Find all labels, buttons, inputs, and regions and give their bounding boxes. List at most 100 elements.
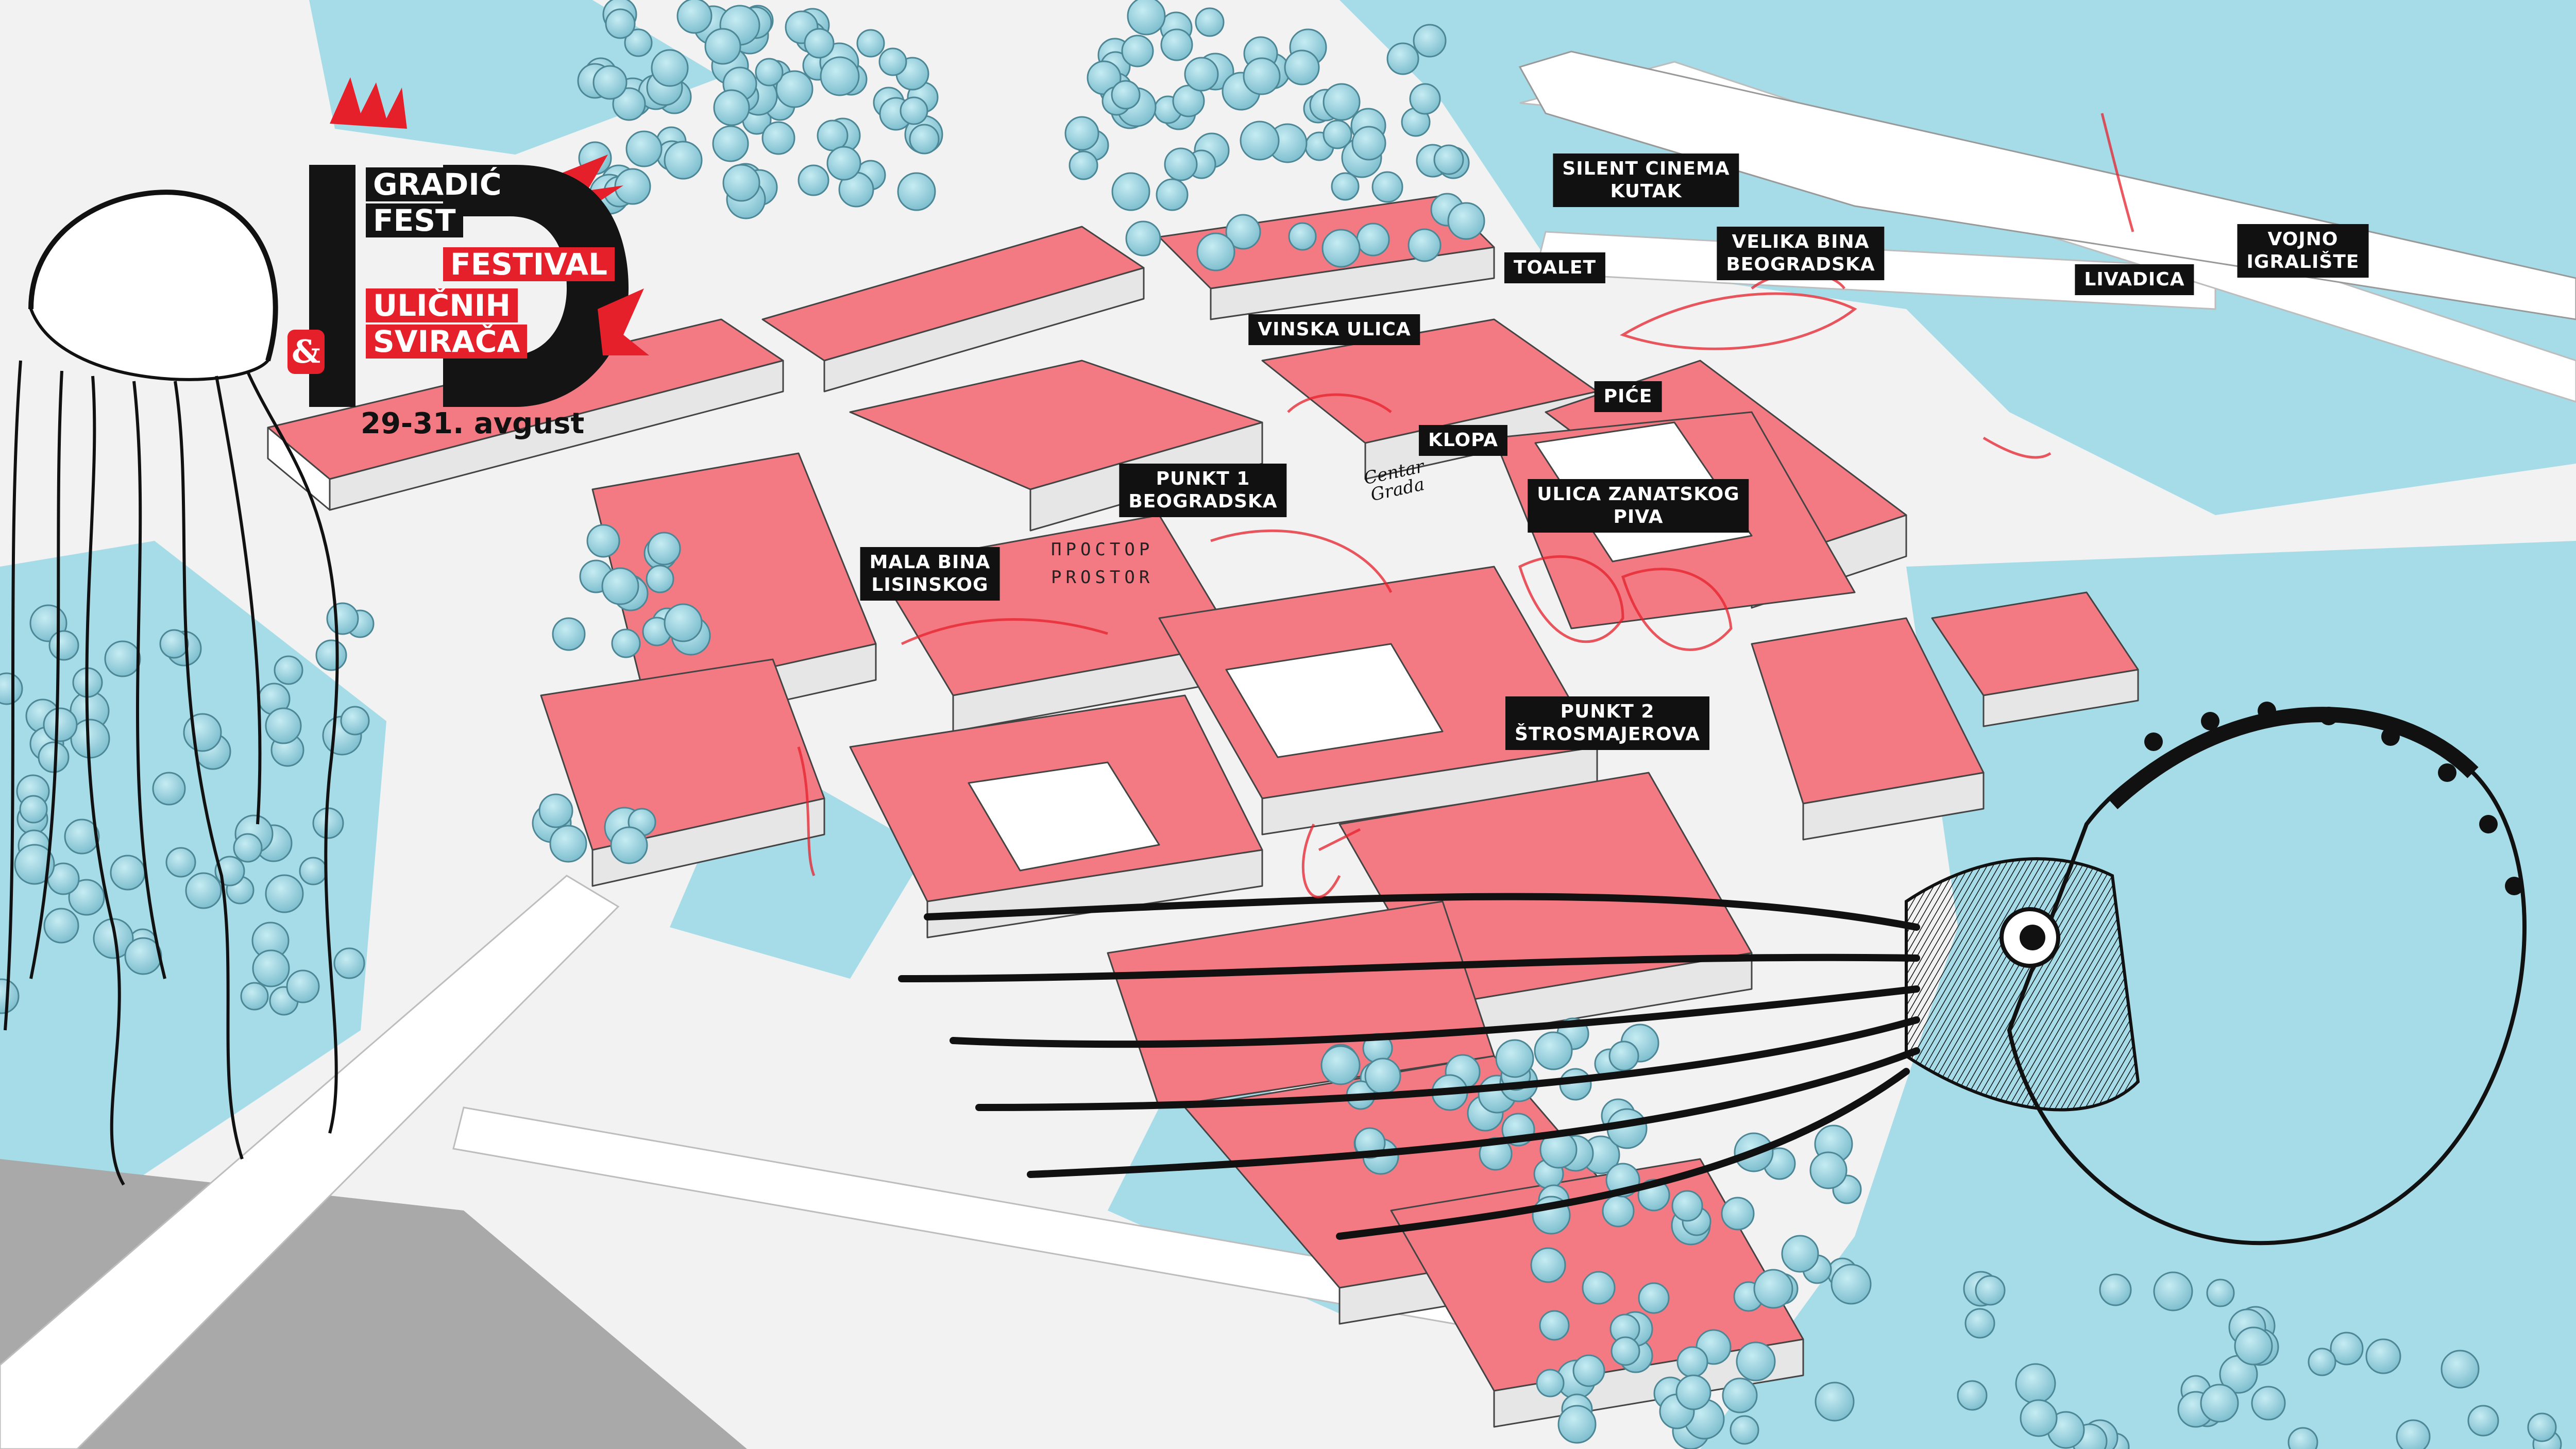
tree	[43, 908, 79, 944]
logo-word-fest: FEST	[366, 203, 463, 237]
tree	[1957, 1380, 1988, 1411]
label-punkt-2[interactable]: PUNKT 2 ŠTROSMAJEROVA	[1505, 696, 1710, 750]
tree	[14, 844, 55, 885]
tree	[1323, 83, 1361, 121]
label-line: KUTAK	[1610, 181, 1682, 202]
tree	[712, 125, 749, 162]
red-sketch-accents	[797, 113, 2134, 898]
label-ulica-zanatskog-piva[interactable]: ULICA ZANATSKOG PIVA	[1528, 479, 1749, 533]
prostor-cyrillic: ПРОСТОР	[1051, 539, 1154, 560]
tree	[612, 87, 646, 121]
tree	[64, 819, 100, 855]
tree	[1557, 1405, 1597, 1444]
label-line: PIVA	[1613, 506, 1664, 527]
tree	[165, 847, 196, 878]
label-mala-bina[interactable]: MALA BINA LISINSKOG	[860, 547, 1000, 601]
tree	[1781, 1235, 1819, 1273]
tree	[1156, 178, 1189, 211]
tree	[93, 918, 134, 959]
label-velika-bina[interactable]: VELIKA BINA BEOGRADSKA	[1717, 227, 1885, 280]
label-vojno-igraliste[interactable]: VOJNO IGRALIŠTE	[2237, 224, 2369, 278]
tree	[104, 640, 141, 677]
tree	[646, 565, 674, 593]
tree	[2396, 1419, 2431, 1449]
tree	[676, 0, 713, 34]
buildings	[267, 195, 2139, 1428]
label-silent-cinema[interactable]: SILENT CINEMA KUTAK	[1553, 154, 1739, 207]
tree	[265, 874, 304, 913]
prostor-latin: PROSTOR	[1051, 567, 1154, 588]
tree	[2441, 1350, 2480, 1389]
tree	[1351, 126, 1386, 161]
tree	[1331, 172, 1360, 201]
tree	[1386, 42, 1419, 75]
label-pice[interactable]: PIĆE	[1594, 381, 1662, 412]
label-line: LISINSKOG	[871, 574, 989, 595]
tree	[1125, 220, 1161, 257]
tree	[159, 629, 189, 659]
tree	[124, 937, 162, 975]
tree	[878, 47, 907, 76]
tree	[1608, 1041, 1639, 1071]
tree	[1409, 83, 1441, 115]
label-line: KLOPA	[1428, 430, 1499, 451]
tree	[2365, 1338, 2401, 1374]
tree	[315, 639, 347, 671]
tree	[1320, 1045, 1361, 1085]
tree	[2308, 1348, 2336, 1376]
label-klopa[interactable]: KLOPA	[1418, 425, 1508, 456]
tree	[1815, 1382, 1855, 1422]
tree	[0, 978, 20, 1014]
tree	[1602, 1195, 1635, 1228]
tree	[233, 833, 263, 863]
tree	[798, 164, 829, 196]
tree	[897, 172, 936, 211]
tree	[625, 130, 663, 167]
tree	[1495, 1039, 1534, 1078]
tree	[240, 982, 269, 1011]
label-line: MALA BINA	[869, 552, 991, 573]
label-line: BEOGRADSKA	[1726, 254, 1875, 275]
tree	[265, 707, 302, 744]
label-livadica[interactable]: LIVADICA	[2075, 264, 2194, 295]
label-vinska-ulica[interactable]: VINSKA ULICA	[1248, 314, 1420, 345]
tree	[538, 793, 573, 828]
tree	[2099, 1273, 2132, 1306]
tree	[1530, 1247, 1566, 1283]
tree	[820, 56, 860, 96]
tree	[647, 532, 681, 566]
tree	[1809, 1151, 1848, 1189]
tree	[651, 49, 689, 87]
tree	[1611, 1336, 1640, 1366]
tree	[2234, 1326, 2273, 1366]
tree	[2020, 1399, 2058, 1437]
tree	[152, 772, 186, 806]
festival-dates: 29-31. avgust	[361, 407, 585, 440]
logo-graphic	[309, 77, 649, 407]
logo-word-sviraca: SVIRAČA	[366, 325, 528, 359]
logo-word-gradic: GRADIĆ	[366, 167, 509, 201]
tree	[2153, 1271, 2193, 1311]
tree	[1408, 228, 1442, 262]
tree	[286, 969, 320, 1003]
tree	[552, 617, 586, 651]
tree	[1676, 1346, 1708, 1378]
label-line: TOALET	[1513, 257, 1597, 278]
label-punkt-1[interactable]: PUNKT 1 BEOGRADSKA	[1119, 464, 1287, 517]
label-line: VELIKA BINA	[1732, 231, 1870, 252]
tree	[826, 146, 861, 181]
tree	[664, 603, 703, 642]
tree	[43, 707, 78, 742]
tree	[804, 28, 835, 59]
label-line: IGRALIŠTE	[2246, 251, 2360, 272]
label-toalet[interactable]: TOALET	[1504, 252, 1606, 283]
tree	[1364, 1058, 1401, 1095]
tree	[2467, 1405, 2499, 1437]
tree	[610, 826, 648, 864]
tree	[110, 855, 146, 891]
tree	[299, 857, 328, 885]
tree	[1447, 202, 1485, 240]
tree	[722, 164, 760, 202]
